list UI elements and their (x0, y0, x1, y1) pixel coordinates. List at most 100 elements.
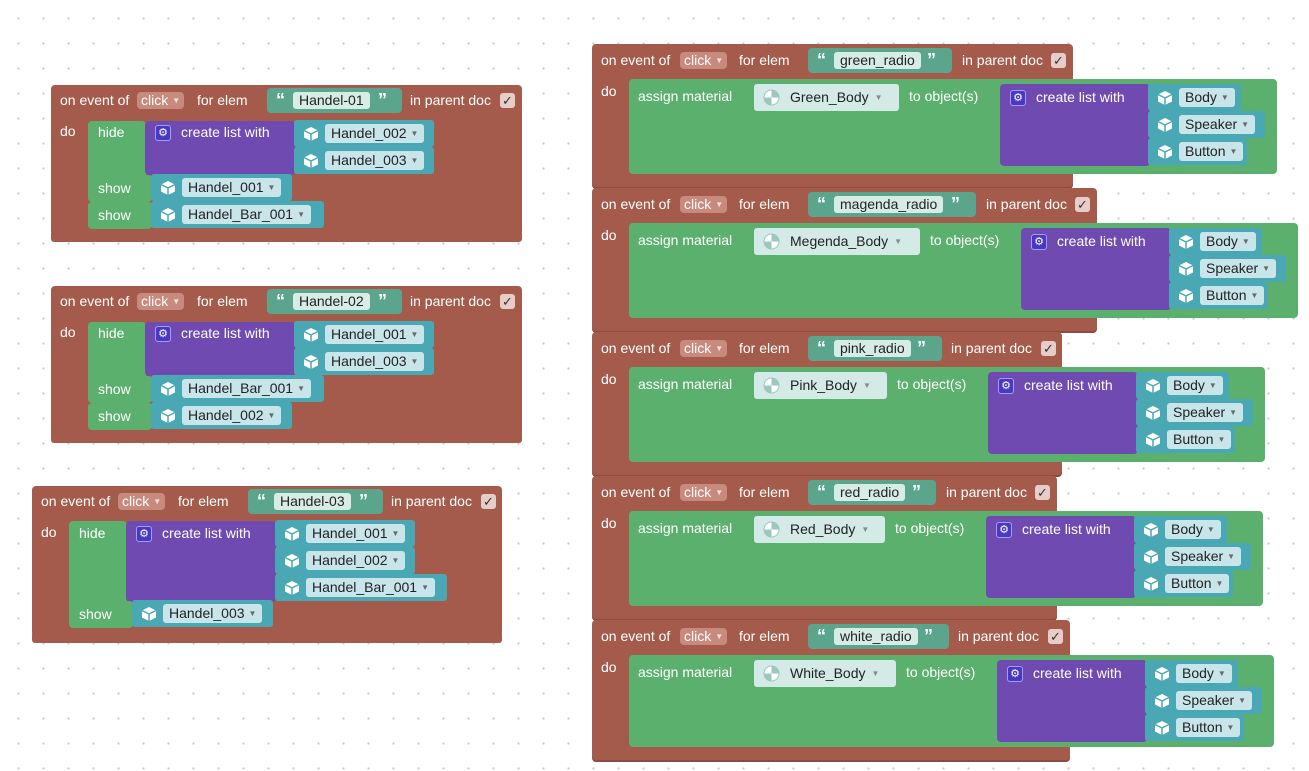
object-block[interactable]: Button▼ (1136, 426, 1235, 453)
hide-block[interactable]: hide (88, 121, 146, 181)
material-value[interactable]: Red_Body▼ (790, 521, 870, 537)
object-block[interactable]: Handel_002▼ (151, 402, 292, 429)
object-dropdown[interactable]: Body▼ (1179, 88, 1235, 107)
object-dropdown[interactable]: Handel_002▼ (182, 406, 282, 425)
object-dropdown[interactable]: Body▼ (1200, 232, 1256, 251)
object-block[interactable]: Body▼ (1148, 84, 1241, 111)
object-dropdown[interactable]: Handel_Bar_001▼ (306, 578, 436, 597)
create-list-block[interactable]: ⚙ create list with (1000, 84, 1150, 166)
hide-block[interactable]: hide (88, 322, 146, 382)
elem-string-block[interactable]: “ green_radio ” (808, 48, 952, 73)
elem-string-block[interactable]: “ red_radio ” (808, 480, 936, 505)
object-dropdown[interactable]: Body▼ (1176, 664, 1232, 683)
event-type-dropdown[interactable]: click▼ (680, 340, 728, 357)
create-list-block[interactable]: ⚙ create list with (145, 121, 295, 175)
elem-string-block[interactable]: “ Handel-02 ” (267, 289, 402, 314)
event-type-dropdown[interactable]: click▼ (680, 196, 728, 213)
object-dropdown[interactable]: Button▼ (1167, 430, 1232, 449)
object-block[interactable]: Handel_Bar_001▼ (275, 574, 447, 601)
assign-material-block[interactable]: assign material Pink_Body▼ to object(s) … (629, 367, 1265, 462)
object-block[interactable]: Handel_Bar_001▼ (151, 201, 324, 228)
material-block[interactable]: Megenda_Body▼ (754, 228, 920, 255)
object-dropdown[interactable]: Handel_001▼ (182, 178, 282, 197)
in-parent-doc-checkbox[interactable]: ✓ (1035, 485, 1050, 500)
object-block[interactable]: Body▼ (1145, 660, 1238, 687)
object-block[interactable]: Speaker▼ (1134, 543, 1251, 570)
object-dropdown[interactable]: Handel_Bar_001▼ (182, 379, 312, 398)
show-block[interactable]: show (69, 601, 133, 628)
object-dropdown[interactable]: Handel_002▼ (325, 124, 425, 143)
event-block-red-radio[interactable]: on event of click▼ for elem “ red_radio … (592, 476, 1263, 621)
event-type-dropdown[interactable]: click▼ (680, 484, 728, 501)
object-dropdown[interactable]: Handel_003▼ (163, 604, 263, 623)
object-block[interactable]: Button▼ (1134, 570, 1233, 597)
create-list-block[interactable]: ⚙ create list with (1021, 228, 1171, 310)
material-value[interactable]: Green_Body▼ (790, 89, 883, 105)
event-block-white-radio[interactable]: on event of click▼ for elem “ white_radi… (592, 620, 1274, 762)
elem-string-block[interactable]: “ pink_radio ” (808, 336, 942, 361)
create-list-block[interactable]: ⚙ create list with (145, 322, 295, 376)
hide-block[interactable]: hide (69, 521, 127, 609)
event-type-dropdown[interactable]: click▼ (137, 92, 185, 109)
gear-icon[interactable]: ⚙ (155, 326, 171, 342)
gear-icon[interactable]: ⚙ (1010, 90, 1026, 106)
object-dropdown[interactable]: Speaker▼ (1167, 403, 1244, 422)
elem-string-value[interactable]: white_radio (834, 628, 918, 645)
event-block-handel-01[interactable]: on event of click▼ for elem “ Handel-01 … (51, 85, 522, 242)
create-list-block[interactable]: ⚙ create list with (988, 372, 1138, 454)
event-type-dropdown[interactable]: click▼ (118, 493, 166, 510)
object-dropdown[interactable]: Button▼ (1179, 142, 1244, 161)
show-block[interactable]: show (88, 175, 152, 202)
object-dropdown[interactable]: Speaker▼ (1200, 259, 1277, 278)
object-block[interactable]: Button▼ (1169, 282, 1268, 309)
in-parent-doc-checkbox[interactable]: ✓ (481, 494, 496, 509)
object-block[interactable]: Handel_002▼ (275, 547, 415, 574)
object-block[interactable]: Body▼ (1134, 516, 1227, 543)
material-block[interactable]: Pink_Body▼ (754, 372, 887, 399)
in-parent-doc-checkbox[interactable]: ✓ (1041, 341, 1056, 356)
object-dropdown[interactable]: Handel_002▼ (306, 551, 406, 570)
object-dropdown[interactable]: Button▼ (1200, 286, 1265, 305)
object-block[interactable]: Speaker▼ (1169, 255, 1286, 282)
object-block[interactable]: Button▼ (1148, 138, 1247, 165)
gear-icon[interactable]: ⚙ (1031, 234, 1047, 250)
object-dropdown[interactable]: Speaker▼ (1176, 691, 1253, 710)
elem-string-value[interactable]: Handel-02 (293, 293, 370, 310)
assign-material-block[interactable]: assign material Red_Body▼ to object(s) ⚙… (629, 511, 1263, 606)
in-parent-doc-checkbox[interactable]: ✓ (1051, 53, 1066, 68)
object-block[interactable]: Speaker▼ (1145, 687, 1262, 714)
show-block[interactable]: show (88, 403, 152, 430)
create-list-block[interactable]: ⚙ create list with (126, 521, 276, 602)
object-dropdown[interactable]: Body▼ (1167, 376, 1223, 395)
in-parent-doc-checkbox[interactable]: ✓ (1048, 629, 1063, 644)
event-block-magenda-radio[interactable]: on event of click▼ for elem “ magenda_ra… (592, 188, 1298, 333)
event-type-dropdown[interactable]: click▼ (680, 52, 728, 69)
elem-string-value[interactable]: pink_radio (834, 340, 911, 357)
object-block[interactable]: Handel_003▼ (294, 348, 434, 375)
object-dropdown[interactable]: Handel_001▼ (306, 524, 406, 543)
in-parent-doc-checkbox[interactable]: ✓ (500, 294, 515, 309)
elem-string-value[interactable]: magenda_radio (834, 196, 944, 213)
gear-icon[interactable]: ⚙ (996, 522, 1012, 538)
material-value[interactable]: Megenda_Body▼ (790, 233, 902, 249)
material-block[interactable]: Green_Body▼ (754, 84, 899, 111)
object-block[interactable]: Handel_002▼ (294, 120, 434, 147)
elem-string-block[interactable]: “ Handel-03 ” (248, 489, 383, 514)
assign-material-block[interactable]: assign material White_Body▼ to object(s)… (629, 655, 1274, 747)
object-block[interactable]: Speaker▼ (1148, 111, 1265, 138)
in-parent-doc-checkbox[interactable]: ✓ (500, 93, 515, 108)
material-value[interactable]: Pink_Body▼ (790, 377, 871, 393)
object-dropdown[interactable]: Button▼ (1165, 574, 1230, 593)
object-dropdown[interactable]: Body▼ (1165, 520, 1221, 539)
material-value[interactable]: White_Body▼ (790, 665, 880, 681)
gear-icon[interactable]: ⚙ (136, 526, 152, 542)
gear-icon[interactable]: ⚙ (155, 125, 171, 141)
elem-string-block[interactable]: “ Handel-01 ” (267, 88, 402, 113)
object-block[interactable]: Handel_003▼ (294, 147, 434, 174)
object-block[interactable]: Handel_Bar_001▼ (151, 375, 324, 402)
object-block[interactable]: Handel_001▼ (294, 321, 434, 348)
object-dropdown[interactable]: Button▼ (1176, 718, 1241, 737)
object-dropdown[interactable]: Handel_003▼ (325, 352, 425, 371)
gear-icon[interactable]: ⚙ (998, 378, 1014, 394)
create-list-block[interactable]: ⚙ create list with (997, 660, 1147, 742)
